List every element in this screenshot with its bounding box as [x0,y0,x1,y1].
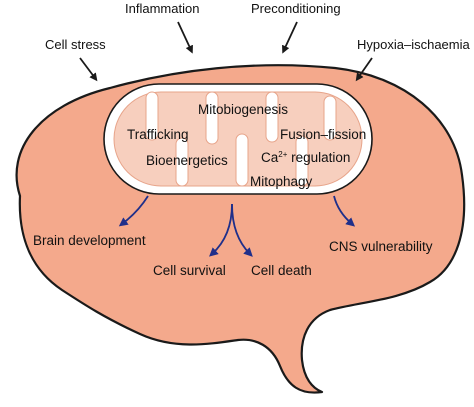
label-fusion-fission: Fusion–fission [280,127,366,142]
label-inflammation: Inflammation [125,1,199,16]
arrow-cell-death [231,203,253,257]
arrow-inflammation [177,21,193,54]
arrow-hypoxia [355,57,373,82]
label-cns-vulnerability: CNS vulnerability [329,239,433,254]
label-hypoxia: Hypoxia–ischaemia [357,37,470,52]
arrow-brain-development [118,195,149,227]
mitochondrion-cristae [145,91,337,187]
label-bioenergetics: Bioenergetics [146,153,228,168]
label-brain-development: Brain development [33,233,146,248]
label-mitobiogenesis: Mitobiogenesis [198,102,288,117]
label-cell-survival: Cell survival [153,263,226,278]
arrow-preconditioning [282,21,298,54]
label-trafficking: Trafficking [127,127,189,142]
arrow-cns-vulnerability [333,195,356,227]
input-arrows [79,21,373,82]
label-mitophagy: Mitophagy [250,174,313,189]
label-ca-regulation: Ca2+ regulation [261,150,350,165]
label-preconditioning: Preconditioning [251,1,341,16]
arrow-cell-stress [79,57,98,82]
outcome-arrows [118,195,356,257]
label-cell-stress: Cell stress [45,37,106,52]
mitochondrion [103,83,373,195]
label-cell-death: Cell death [251,263,312,278]
